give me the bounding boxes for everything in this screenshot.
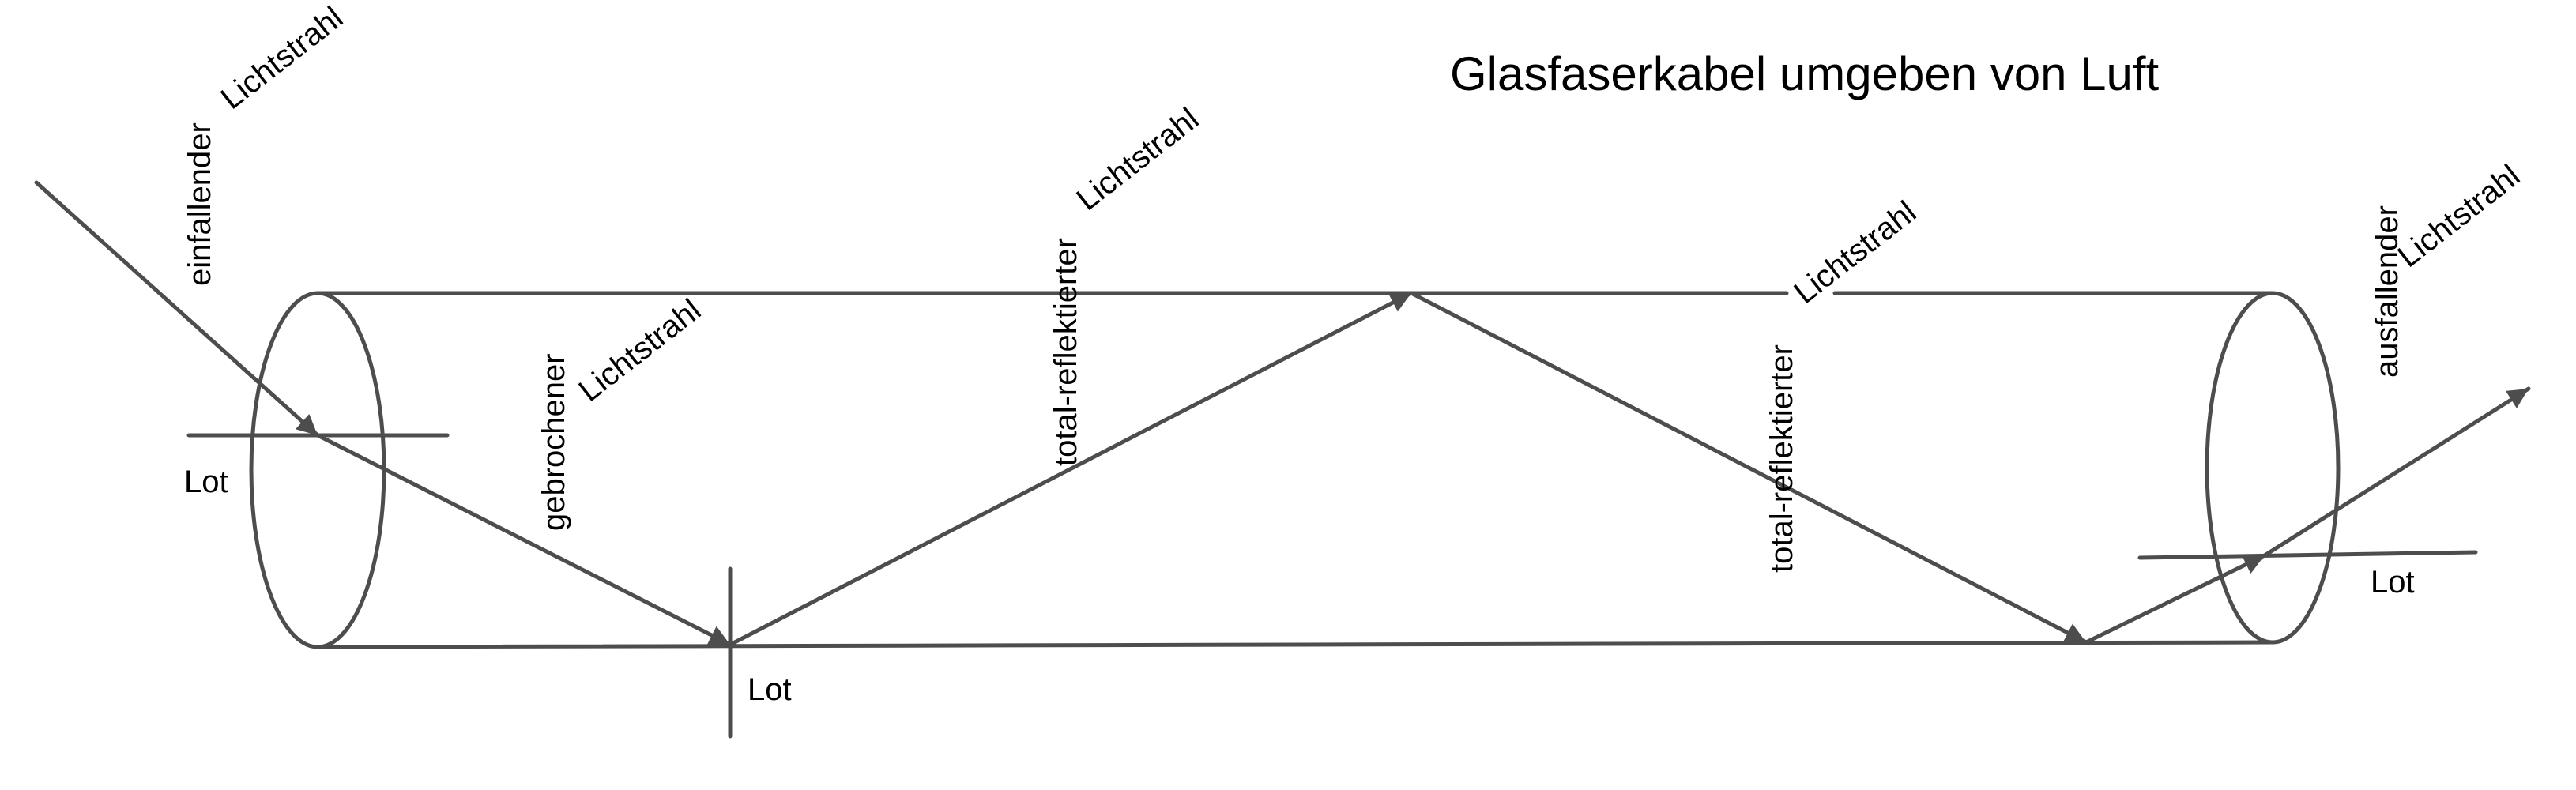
- label-reflected1-word2: Lichtstrahl: [1070, 101, 1205, 217]
- exit-ray: [2262, 386, 2531, 558]
- label-reflected2-word1: total-reflektierter: [1764, 344, 1799, 573]
- label-incident-word1: einfallender: [183, 122, 217, 286]
- diagram-title: Glasfaserkabel umgeben von Luft: [1450, 47, 2160, 100]
- label-exit-word1: ausfallender: [2370, 205, 2405, 378]
- cable-exit-face: [2205, 291, 2341, 645]
- label-refracted-word2: Lichtstrahl: [572, 292, 707, 408]
- cable-bottom-edge: [315, 640, 2275, 649]
- reflected-ray-2: [1409, 291, 2088, 645]
- refracted-ray: [315, 433, 733, 647]
- reflected-ray-1: [728, 291, 1414, 647]
- label-reflected1-word1: total-reflektierter: [1049, 238, 1083, 466]
- label-incident-word2: Lichtstrahl: [214, 0, 349, 116]
- fiber-cable: [249, 291, 2341, 649]
- label-exit-word2: Lichtstrahl: [2391, 158, 2526, 274]
- normal-line-right: [2137, 550, 2478, 560]
- label-refracted-word1: gebrochener: [537, 353, 571, 531]
- label-normal-left: Lot: [184, 465, 228, 499]
- label-normal-right: Lot: [2371, 565, 2415, 600]
- internal-exit-ray: [2084, 553, 2267, 645]
- label-normal-middle: Lot: [748, 672, 792, 707]
- incident-ray: [34, 180, 320, 438]
- cable-entry-face: [249, 291, 386, 649]
